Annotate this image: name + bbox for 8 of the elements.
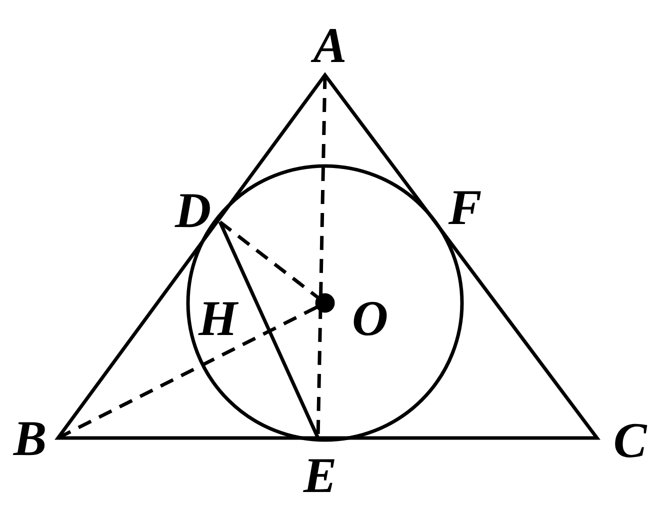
point-label: O <box>352 293 388 343</box>
point-label: A <box>313 20 347 70</box>
point-label: E <box>303 450 337 500</box>
point-label: D <box>174 185 212 235</box>
point-label: B <box>13 413 47 463</box>
point-label: C <box>613 415 647 465</box>
point-label: H <box>198 293 238 343</box>
point-label: F <box>448 182 482 232</box>
